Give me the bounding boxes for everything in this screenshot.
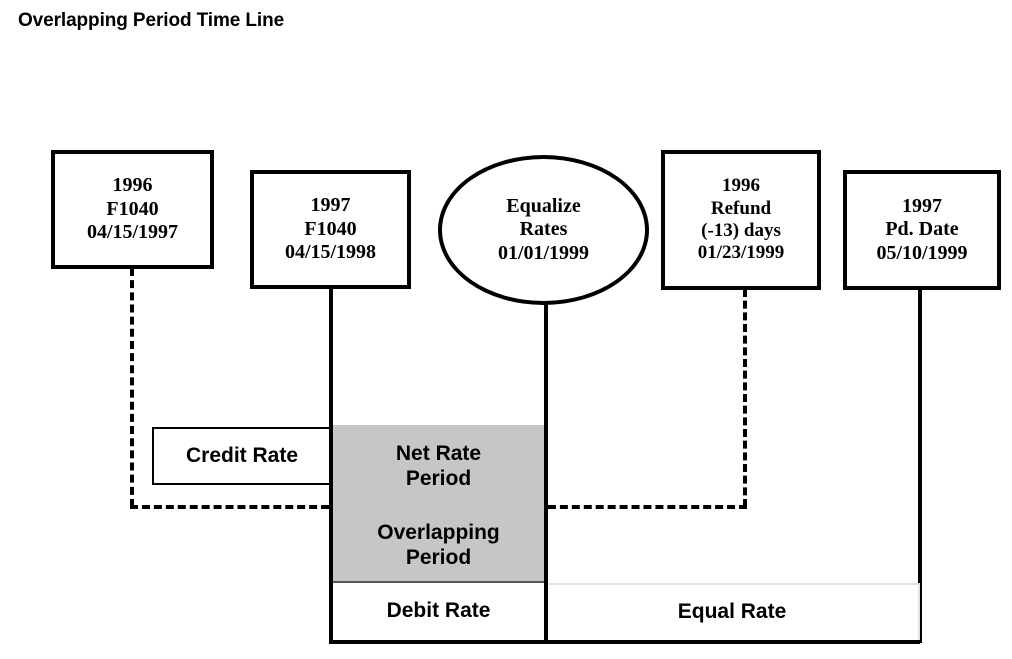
node-f1040-1997-line1: 1997 (310, 194, 351, 217)
node-f1040-1996: 1996 F1040 04/15/1997 (51, 150, 214, 269)
band-debit-rate-label: Debit Rate (386, 599, 491, 623)
node-f1040-1996-line1: 1996 (112, 174, 153, 197)
node-pd-date-1997-line3: 05/10/1999 (876, 241, 968, 264)
timeline-baseline-rule (329, 640, 920, 644)
node-f1040-1997: 1997 F1040 04/15/1998 (250, 170, 411, 289)
band-debit-rate: Debit Rate (331, 583, 546, 640)
node-pd-date-1997-line2: Pd. Date (885, 218, 959, 241)
page-title: Overlapping Period Time Line (18, 10, 285, 31)
connector-line-refund-1996 (743, 289, 747, 507)
band-net-rate-period-line1: Net Rate (395, 441, 482, 465)
node-refund-1996: 1996 Refund (-13) days 01/23/1999 (661, 150, 821, 290)
node-refund-1996-line1: 1996 (722, 175, 760, 197)
band-overlapping-period-line1: Overlapping (377, 520, 500, 544)
band-net-rate-period-line2: Period (405, 466, 472, 490)
node-equalize-rates-line1: Equalize (506, 194, 581, 217)
shaded-band-bottom-rule (331, 581, 546, 583)
connector-line-f1040-1996 (130, 268, 134, 507)
node-refund-1996-line2: Refund (710, 197, 772, 219)
node-pd-date-1997: 1997 Pd. Date 05/10/1999 (843, 170, 1001, 290)
node-equalize-rates: Equalize Rates 01/01/1999 (438, 155, 649, 305)
node-refund-1996-line3: (-13) days (701, 220, 781, 241)
overlap-right-rule (544, 425, 548, 644)
band-credit-rate: Credit Rate (152, 427, 332, 485)
node-f1040-1997-line2: F1040 (304, 217, 357, 240)
node-f1040-1996-line2: F1040 (106, 197, 159, 220)
band-equal-rate-label: Equal Rate (677, 600, 787, 624)
band-net-rate-period: Net Rate Period (331, 425, 546, 508)
node-refund-1996-line4: 01/23/1999 (697, 242, 785, 264)
connector-line-equalize-rates (544, 303, 548, 430)
node-equalize-rates-line2: Rates (519, 218, 568, 241)
band-overlapping-period-line2: Period (405, 545, 472, 569)
overlap-left-rule (329, 425, 333, 644)
band-credit-rate-label: Credit Rate (185, 443, 299, 467)
node-pd-date-1997-line1: 1997 (902, 194, 942, 217)
connector-line-pd-date-1997 (918, 289, 922, 643)
connector-line-f1040-1997 (329, 288, 333, 430)
node-equalize-rates-line3: 01/01/1999 (497, 241, 590, 264)
band-equal-rate: Equal Rate (546, 583, 920, 640)
band-overlapping-period: Overlapping Period (331, 508, 546, 583)
node-f1040-1997-line3: 04/15/1998 (284, 241, 377, 264)
node-f1040-1996-line3: 04/15/1997 (86, 221, 179, 244)
